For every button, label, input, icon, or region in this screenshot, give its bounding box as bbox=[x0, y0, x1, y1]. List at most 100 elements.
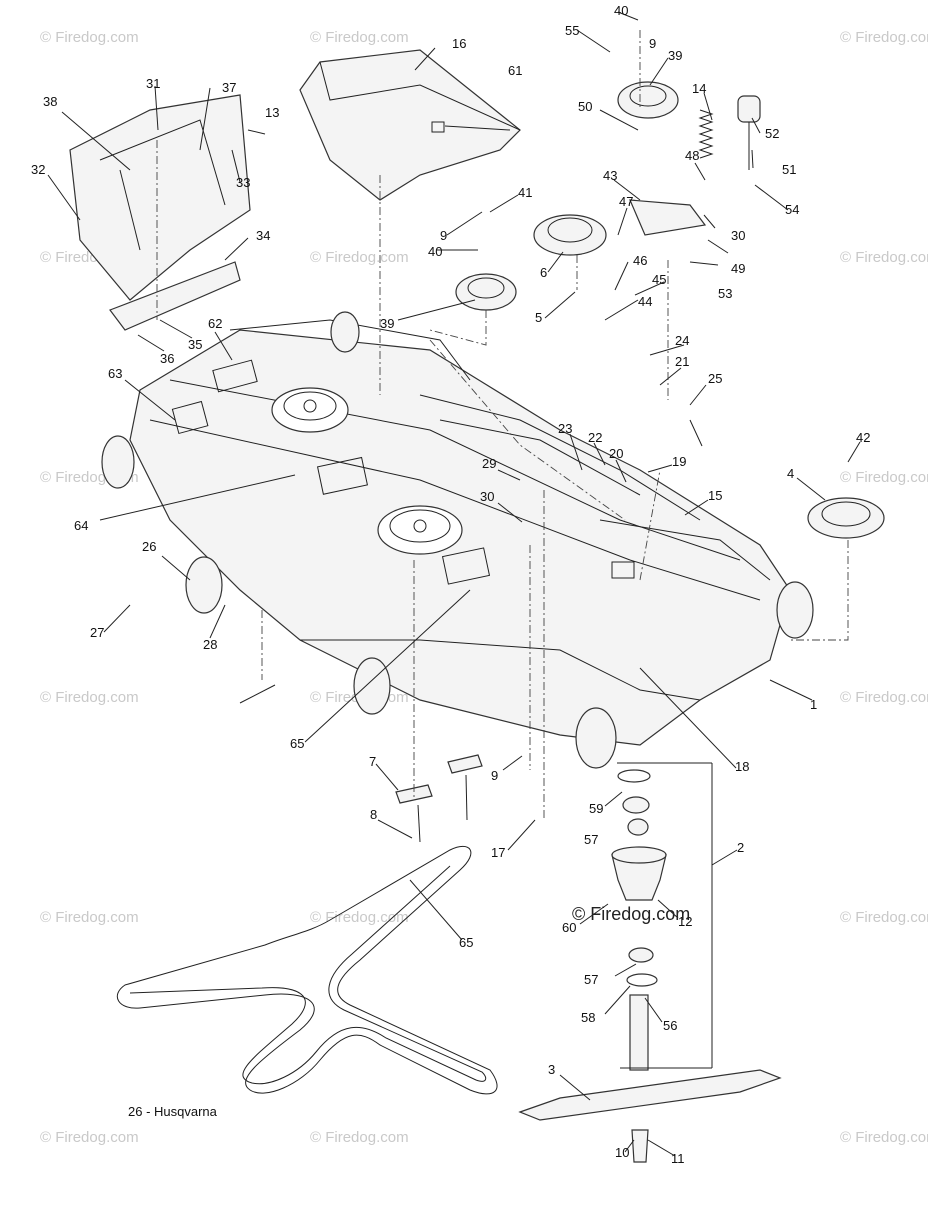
rubber-bumper bbox=[737, 95, 761, 123]
callout-16: 16 bbox=[452, 36, 466, 51]
leader-lines bbox=[47, 11, 861, 1157]
callout-23: 23 bbox=[558, 421, 572, 436]
callout-2: 2 bbox=[737, 840, 744, 855]
callout-64: 64 bbox=[74, 518, 88, 533]
watermark: © Firedog.com bbox=[840, 1129, 928, 1146]
watermark: © Firedog.com bbox=[310, 29, 409, 46]
callout-4: 4 bbox=[787, 466, 794, 481]
watermark: © Firedog.com bbox=[310, 909, 409, 926]
callout-39: 39 bbox=[668, 48, 682, 63]
deflector-bracket bbox=[109, 261, 241, 331]
callout-48: 48 bbox=[685, 148, 699, 163]
callout-21: 21 bbox=[675, 354, 689, 369]
diagram-caption: 26 - Husqvarna bbox=[128, 1104, 218, 1119]
callout-33: 33 bbox=[236, 175, 250, 190]
callout-30: 30 bbox=[731, 228, 745, 243]
callout-17: 17 bbox=[491, 845, 505, 860]
callout-60: 60 bbox=[562, 920, 576, 935]
callout-26: 26 bbox=[142, 539, 156, 554]
parts-layer bbox=[69, 49, 885, 1163]
watermark: © Firedog.com bbox=[840, 249, 928, 266]
callout-38: 38 bbox=[43, 94, 57, 109]
mower-deck bbox=[101, 311, 814, 769]
callout-25: 25 bbox=[708, 371, 722, 386]
callout-36: 36 bbox=[160, 351, 174, 366]
callout-42: 42 bbox=[856, 430, 870, 445]
callout-12: 12 bbox=[678, 914, 692, 929]
callout-9: 9 bbox=[491, 768, 498, 783]
callout-1: 1 bbox=[810, 697, 817, 712]
callout-62: 62 bbox=[208, 316, 222, 331]
callout-20: 20 bbox=[609, 446, 623, 461]
callout-55: 55 bbox=[565, 23, 579, 38]
callout-52: 52 bbox=[765, 126, 779, 141]
callout-57: 57 bbox=[584, 832, 598, 847]
callout-11: 11 bbox=[671, 1151, 685, 1166]
drive-belt bbox=[116, 845, 498, 1095]
callout-15: 15 bbox=[708, 488, 722, 503]
watermark: © Firedog.com bbox=[40, 29, 139, 46]
callout-27: 27 bbox=[90, 625, 104, 640]
tension-spring bbox=[698, 109, 714, 159]
mower-blade bbox=[518, 1069, 782, 1121]
callout-56: 56 bbox=[663, 1018, 677, 1033]
callout-18: 18 bbox=[735, 759, 749, 774]
callout-50: 50 bbox=[578, 99, 592, 114]
callout-40: 40 bbox=[614, 3, 628, 18]
belt-cover bbox=[299, 49, 521, 201]
blade-bolt bbox=[631, 1129, 649, 1163]
watermark: © Firedog.com bbox=[840, 469, 928, 486]
watermark: © Firedog.com bbox=[40, 1129, 139, 1146]
callout-49: 49 bbox=[731, 261, 745, 276]
callout-5: 5 bbox=[535, 310, 542, 325]
callout-59: 59 bbox=[589, 801, 603, 816]
callout-65: 65 bbox=[290, 736, 304, 751]
callout-57: 57 bbox=[584, 972, 598, 987]
spindle-assembly bbox=[611, 762, 713, 1071]
callout-53: 53 bbox=[718, 286, 732, 301]
watermark: © Firedog.com bbox=[40, 909, 139, 926]
callout-46: 46 bbox=[633, 253, 647, 268]
callout-47: 47 bbox=[619, 194, 633, 209]
callout-37: 37 bbox=[222, 80, 236, 95]
callout-29: 29 bbox=[482, 456, 496, 471]
callout-19: 19 bbox=[672, 454, 686, 469]
callout-24: 24 bbox=[675, 333, 689, 348]
center-watermark: © Firedog.com bbox=[572, 904, 690, 924]
callout-45: 45 bbox=[652, 272, 666, 287]
callout-28: 28 bbox=[203, 637, 217, 652]
plate bbox=[395, 784, 433, 804]
watermark: © Firedog.com bbox=[840, 909, 928, 926]
callout-7: 7 bbox=[369, 754, 376, 769]
callout-32: 32 bbox=[31, 162, 45, 177]
callout-22: 22 bbox=[588, 430, 602, 445]
callout-31: 31 bbox=[146, 76, 160, 91]
callout-35: 35 bbox=[188, 337, 202, 352]
callout-61: 61 bbox=[508, 63, 522, 78]
watermark: © Firedog.com bbox=[840, 689, 928, 706]
callout-54: 54 bbox=[785, 202, 799, 217]
callout-9: 9 bbox=[649, 36, 656, 51]
assembly-lines bbox=[156, 30, 849, 820]
callout-3: 3 bbox=[548, 1062, 555, 1077]
callout-51: 51 bbox=[782, 162, 796, 177]
callout-41: 41 bbox=[518, 185, 532, 200]
callout-14: 14 bbox=[692, 81, 706, 96]
callout-13: 13 bbox=[265, 105, 279, 120]
callout-65: 65 bbox=[459, 935, 473, 950]
watermark: © Firedog.com bbox=[310, 1129, 409, 1146]
callout-8: 8 bbox=[370, 807, 377, 822]
idler-arm bbox=[629, 199, 707, 236]
callout-44: 44 bbox=[638, 294, 652, 309]
callout-63: 63 bbox=[108, 366, 122, 381]
plate bbox=[447, 754, 483, 774]
callout-labels: 1 2 3 4 5 6 7 8 9 10 11 12 13 14 15 16 1… bbox=[31, 3, 870, 1166]
callout-40: 40 bbox=[428, 244, 442, 259]
callout-10: 10 bbox=[615, 1145, 629, 1160]
callout-39: 39 bbox=[380, 316, 394, 331]
callout-43: 43 bbox=[603, 168, 617, 183]
watermark: © Firedog.com bbox=[310, 249, 409, 266]
callout-34: 34 bbox=[256, 228, 270, 243]
watermark: © Firedog.com bbox=[840, 29, 928, 46]
